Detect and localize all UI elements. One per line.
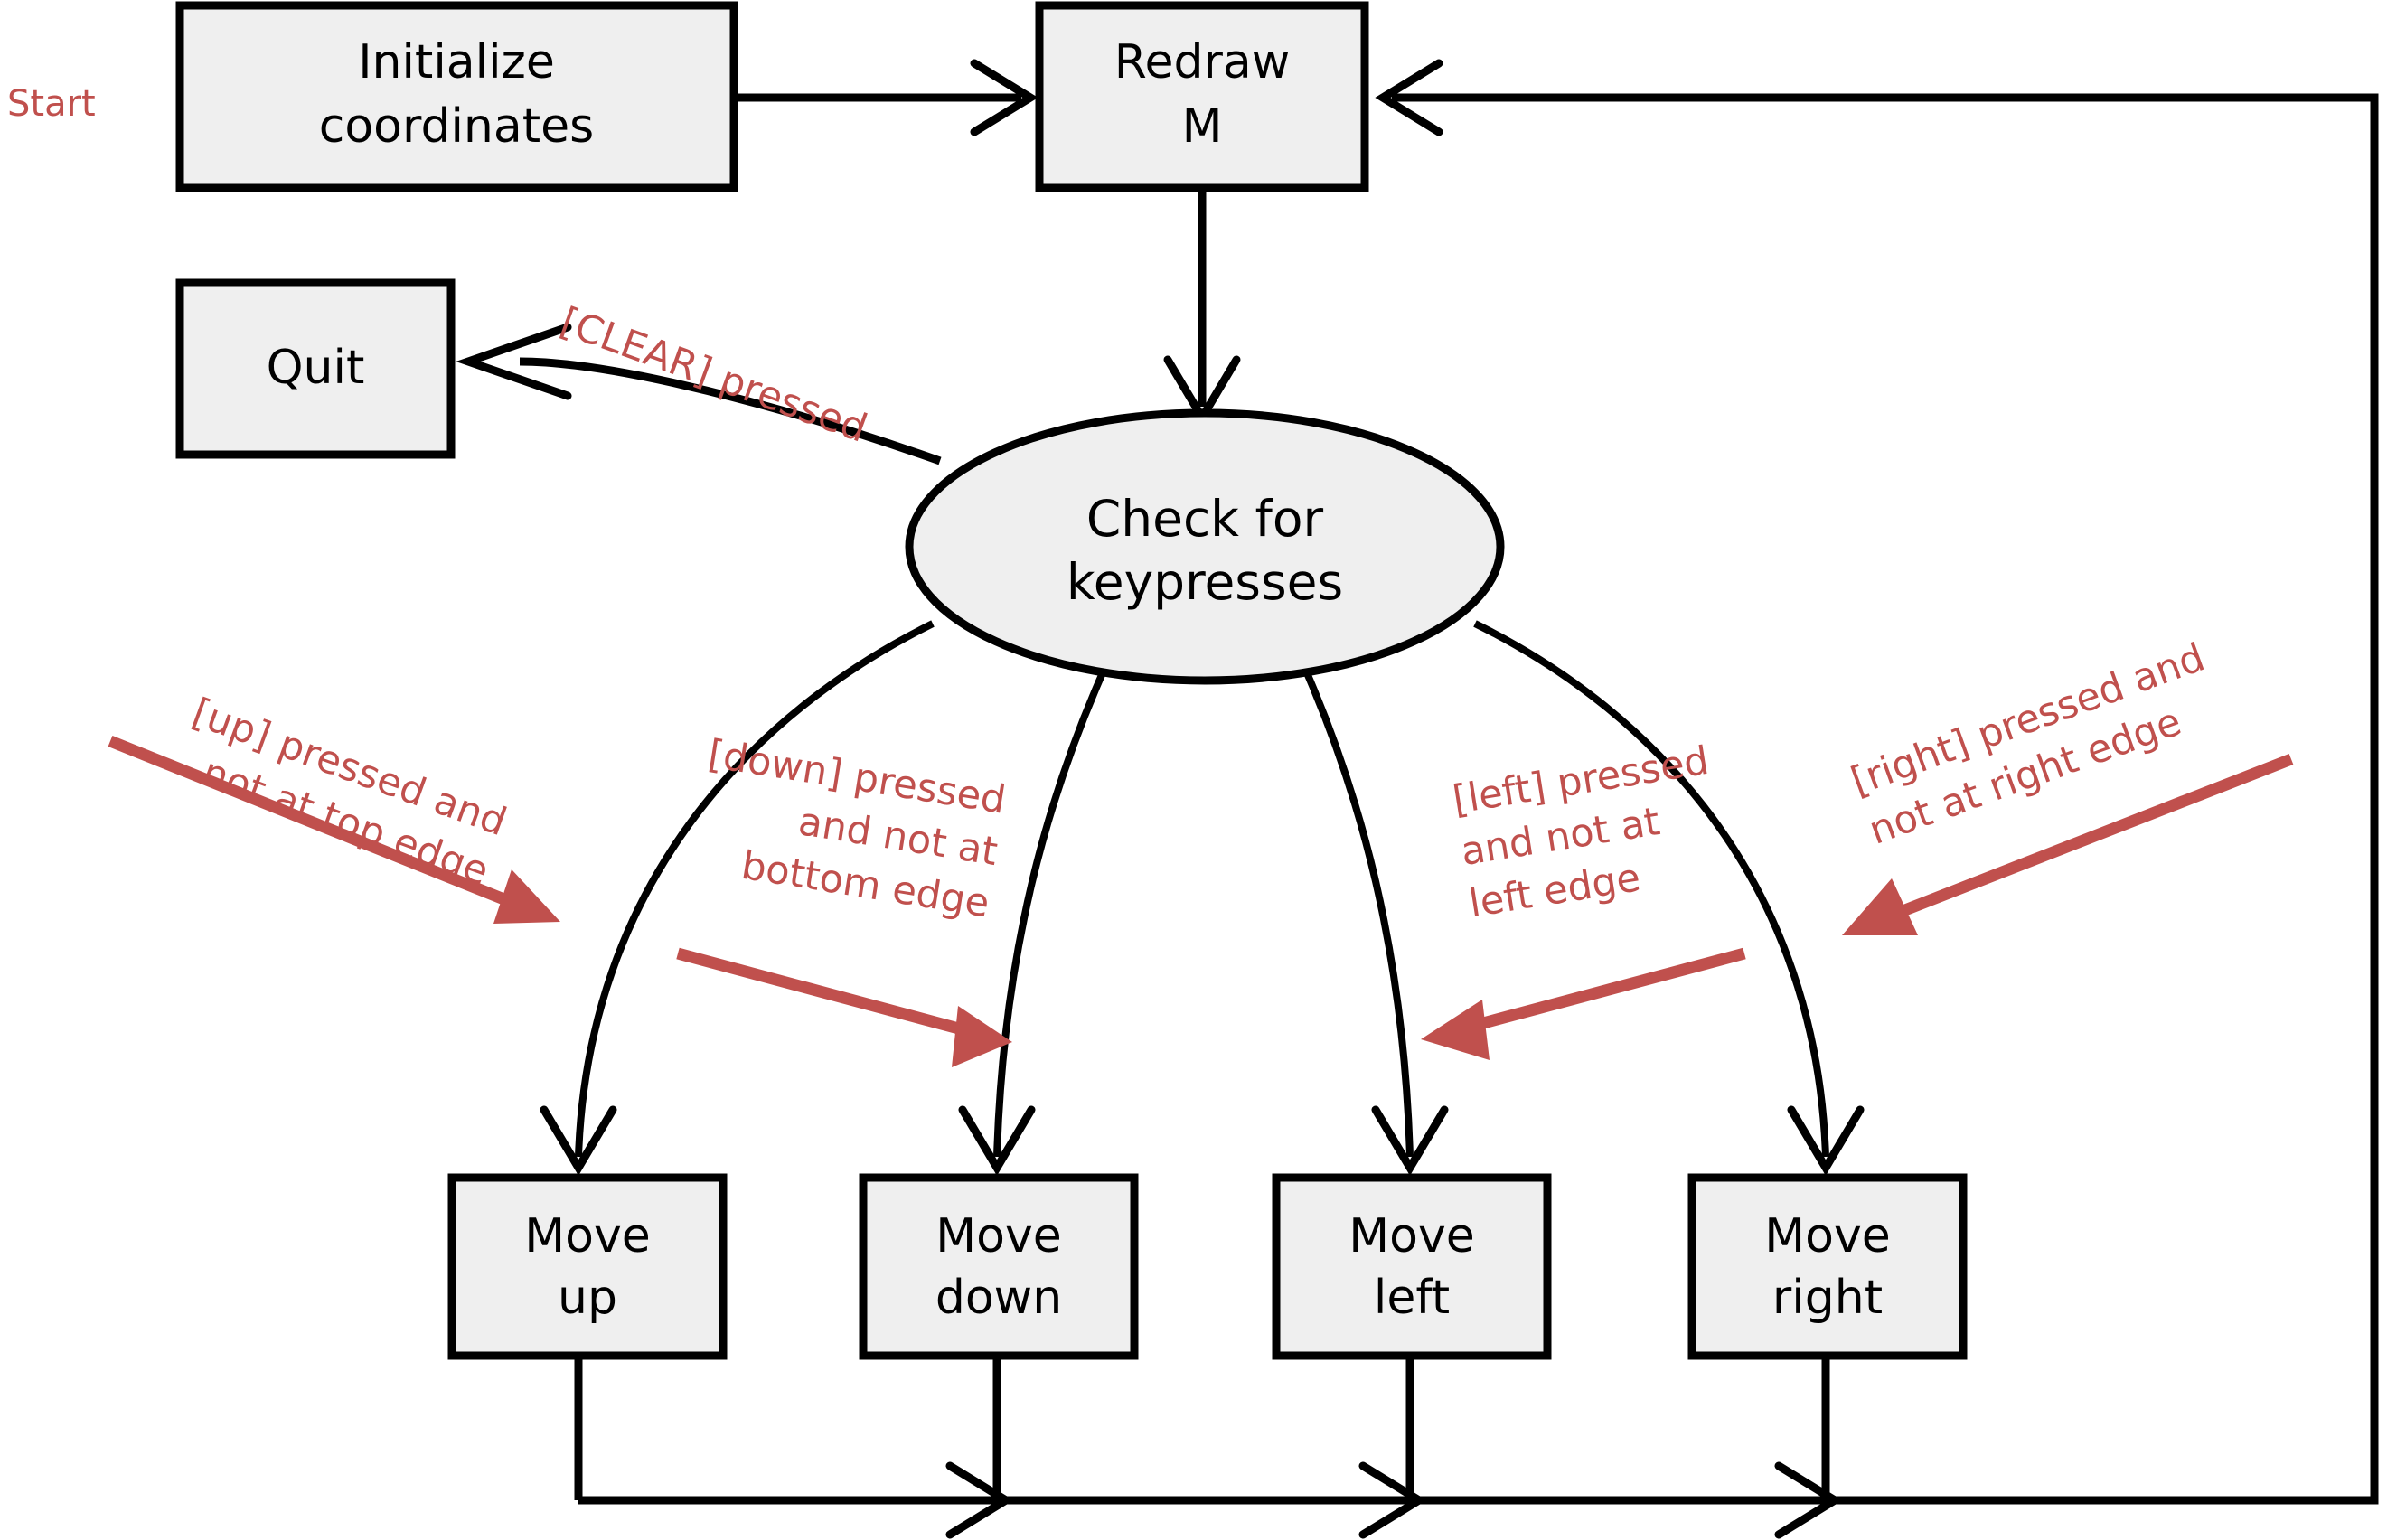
node-move-right[interactable]: Move right: [1687, 1173, 1968, 1360]
annotation-arrow-right: [1842, 753, 2294, 935]
edge-move-up-to-bus: [574, 1356, 1014, 1539]
node-move-left-line1: Move: [1349, 1209, 1474, 1263]
node-move-right-line1: Move: [1764, 1209, 1890, 1263]
edge-label-right: [right] pressed and not at right edge: [1846, 634, 2211, 853]
edge-label-clear-line1: [CLEAR] pressed: [555, 299, 873, 452]
node-quit-label: Quit: [267, 341, 365, 395]
node-initialize-line1: Initialize: [358, 35, 555, 89]
node-quit[interactable]: Quit: [175, 278, 456, 459]
node-move-down-line1: Move: [935, 1209, 1061, 1263]
edge-check-to-move-down: [958, 667, 1108, 1176]
edge-check-to-move-right: [1473, 620, 1865, 1176]
node-move-up-line1: Move: [524, 1209, 650, 1263]
edge-label-down: [down] pressed and not at bottom edge: [705, 731, 1009, 926]
edge-check-to-move-up: [540, 620, 935, 1176]
edge-move-left-to-bus: [1405, 1356, 1843, 1539]
edge-label-left: [left] pressed and not at left edge: [1450, 738, 1712, 927]
start-label: Start: [7, 83, 96, 125]
edge-check-to-quit: [456, 323, 942, 465]
edge-check-to-move-left: [1302, 667, 1449, 1176]
node-move-right-line2: right: [1772, 1271, 1883, 1325]
node-initialize-line2: coordinates: [319, 99, 594, 154]
node-redraw-m[interactable]: Redraw M: [1035, 1, 1369, 192]
edge-label-up: [up] pressed and not at top edge: [186, 690, 512, 895]
edge-redraw-to-check: [1163, 190, 1241, 426]
node-move-left-line2: left: [1374, 1271, 1450, 1325]
annotation-arrow-left: [1421, 947, 1746, 1060]
annotation-arrow-up: [108, 735, 560, 924]
node-check-for-keypresses[interactable]: Check for keypresses: [905, 408, 1505, 685]
node-redraw-line1: Redraw: [1114, 35, 1291, 89]
node-initialize-coordinates[interactable]: Initialize coordinates: [175, 1, 738, 192]
edge-label-clear: [CLEAR] pressed: [555, 299, 873, 452]
edge-initialize-to-redraw: [734, 59, 1038, 136]
node-move-down[interactable]: Move down: [859, 1173, 1139, 1360]
node-move-left[interactable]: Move left: [1272, 1173, 1552, 1360]
node-check-line1: Check for: [1086, 490, 1324, 548]
annotation-arrow-down: [676, 947, 1012, 1067]
node-redraw-line2: M: [1182, 99, 1223, 154]
node-move-up[interactable]: Move up: [447, 1173, 728, 1360]
node-move-up-line2: up: [558, 1271, 617, 1325]
edge-move-right-return-to-redraw: [1375, 59, 2379, 1505]
edge-move-down-to-bus: [992, 1356, 1427, 1539]
node-check-line2: keypresses: [1067, 553, 1343, 611]
node-move-down-line2: down: [935, 1271, 1062, 1325]
